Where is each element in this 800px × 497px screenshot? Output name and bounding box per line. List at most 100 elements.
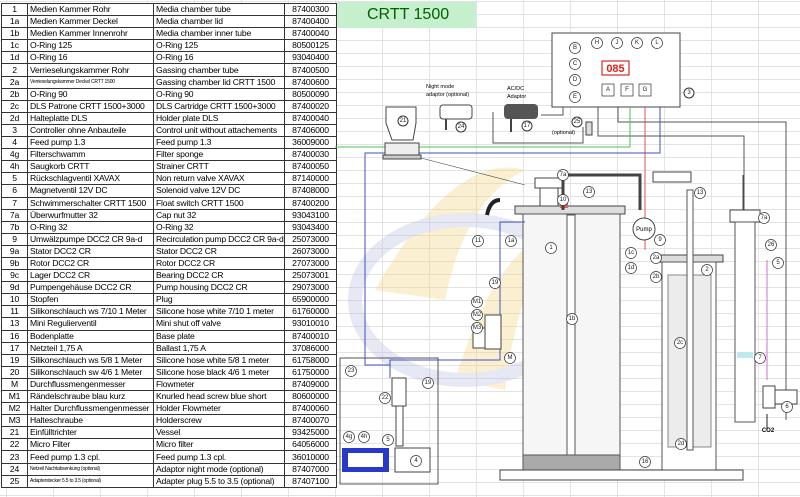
- german-name-cell[interactable]: Micro Filter: [27, 438, 154, 452]
- english-name-cell[interactable]: Strainer CRTT: [153, 160, 285, 174]
- english-name-cell[interactable]: Feed pump 1.3: [153, 136, 285, 150]
- article-number-cell[interactable]: 80500090: [284, 87, 337, 101]
- german-name-cell[interactable]: Medien Kammer Deckel: [27, 15, 154, 29]
- english-name-cell[interactable]: Media chamber lid: [153, 15, 285, 29]
- english-name-cell[interactable]: Holderscrew: [153, 414, 285, 428]
- english-name-cell[interactable]: O-Ring 90: [153, 87, 285, 101]
- article-number-cell[interactable]: 87400600: [284, 75, 337, 89]
- german-name-cell[interactable]: Stopfen: [27, 293, 154, 307]
- part-number-id[interactable]: 7a: [1, 208, 28, 222]
- german-name-cell[interactable]: O-Ring 125: [27, 39, 154, 53]
- article-number-cell[interactable]: 87409000: [284, 377, 337, 392]
- english-name-cell[interactable]: O-Ring 125: [153, 39, 285, 53]
- part-number-id[interactable]: 16: [1, 329, 28, 343]
- german-name-cell[interactable]: Einfülltrichter: [27, 426, 154, 440]
- german-name-cell[interactable]: Medien Kammer Innenrohr: [27, 27, 154, 41]
- part-number-id[interactable]: 9c: [1, 269, 28, 283]
- part-number-id[interactable]: 9b: [1, 256, 28, 271]
- english-name-cell[interactable]: Gassing chamber tube: [153, 63, 285, 77]
- article-number-cell[interactable]: 36010000: [284, 450, 337, 464]
- article-number-cell[interactable]: 64056000: [284, 438, 337, 452]
- part-number-id[interactable]: M: [1, 377, 28, 392]
- article-number-cell[interactable]: 93010010: [284, 317, 337, 331]
- english-name-cell[interactable]: Silicone hose white 7/10 1 meter: [153, 305, 285, 319]
- article-number-cell[interactable]: 87408000: [284, 184, 337, 198]
- english-name-cell[interactable]: Feed pump 1.3 cpl.: [153, 450, 285, 464]
- part-number-id[interactable]: 19: [1, 353, 28, 367]
- english-name-cell[interactable]: Non return valve XAVAX: [153, 172, 285, 186]
- part-number-id[interactable]: 1c: [1, 39, 28, 53]
- article-number-cell[interactable]: 65900000: [284, 293, 337, 307]
- part-number-id[interactable]: 5: [1, 172, 28, 186]
- german-name-cell[interactable]: Mini Regulierventil: [27, 317, 154, 331]
- english-name-cell[interactable]: Float switch CRTT 1500: [153, 196, 285, 210]
- part-number-id[interactable]: 23: [1, 450, 28, 464]
- article-number-cell[interactable]: 93043100: [284, 208, 337, 222]
- german-name-cell[interactable]: Filterschwamm: [27, 148, 154, 162]
- article-number-cell[interactable]: 80600000: [284, 389, 337, 404]
- german-name-cell[interactable]: Stator DCC2 CR: [27, 244, 154, 258]
- article-number-cell[interactable]: 87400040: [284, 27, 337, 41]
- german-name-cell[interactable]: Adapterstecker 5.5 to 3.5 (optional): [27, 474, 154, 488]
- english-name-cell[interactable]: Silicone hose white 5/8 1 meter: [153, 353, 285, 367]
- article-number-cell[interactable]: 26073000: [284, 244, 337, 258]
- article-number-cell[interactable]: 93425000: [284, 426, 337, 440]
- german-name-cell[interactable]: Bodenplatte: [27, 329, 154, 343]
- english-name-cell[interactable]: Plug: [153, 293, 285, 307]
- english-name-cell[interactable]: Pump housing DCC2 CR: [153, 281, 285, 295]
- part-number-id[interactable]: 9: [1, 232, 28, 246]
- part-number-id[interactable]: 2b: [1, 87, 28, 101]
- article-number-cell[interactable]: 87400040: [284, 111, 337, 125]
- article-number-cell[interactable]: 87400050: [284, 160, 337, 174]
- english-name-cell[interactable]: Filter sponge: [153, 148, 285, 162]
- article-number-cell[interactable]: 87400030: [284, 148, 337, 162]
- article-number-cell[interactable]: 61760000: [284, 305, 337, 319]
- article-number-cell[interactable]: 87400060: [284, 402, 337, 416]
- german-name-cell[interactable]: Verrieselungskammer Deckel CRTT 1500: [27, 75, 154, 89]
- german-name-cell[interactable]: Netzeil Nachtabsenkung (optional): [27, 462, 154, 476]
- article-number-cell[interactable]: 36009000: [284, 136, 337, 150]
- part-number-id[interactable]: 20: [1, 365, 28, 379]
- german-name-cell[interactable]: Silikonschlauch ws 7/10 1 Meter: [27, 305, 154, 319]
- article-number-cell[interactable]: 25073001: [284, 269, 337, 283]
- article-number-cell[interactable]: 87400200: [284, 196, 337, 210]
- english-name-cell[interactable]: Flowmeter: [153, 377, 285, 392]
- part-number-id[interactable]: 24: [1, 462, 28, 476]
- english-name-cell[interactable]: DLS Cartridge CRTT 1500+3000: [153, 99, 285, 113]
- german-name-cell[interactable]: Verrieselungskammer Rohr: [27, 63, 154, 77]
- english-name-cell[interactable]: Holder plate DLS: [153, 111, 285, 125]
- part-number-id[interactable]: M3: [1, 414, 28, 428]
- part-number-id[interactable]: 1: [1, 2, 28, 17]
- english-name-cell[interactable]: Adapter plug 5.5 to 3.5 (optional): [153, 474, 285, 488]
- part-number-id[interactable]: 13: [1, 317, 28, 331]
- german-name-cell[interactable]: Umwälzpumpe DCC2 CR 9a-d: [27, 232, 154, 246]
- english-name-cell[interactable]: Stator DCC2 CR: [153, 244, 285, 258]
- english-name-cell[interactable]: Base plate: [153, 329, 285, 343]
- part-number-id[interactable]: 10: [1, 293, 28, 307]
- article-number-cell[interactable]: 87400300: [284, 2, 337, 17]
- article-number-cell[interactable]: 87400400: [284, 15, 337, 29]
- english-name-cell[interactable]: Recirculation pump DCC2 CR 9a-d: [153, 232, 285, 246]
- part-number-id[interactable]: 9a: [1, 244, 28, 258]
- part-number-id[interactable]: 7: [1, 196, 28, 210]
- article-number-cell[interactable]: 93040400: [284, 51, 337, 65]
- article-number-cell[interactable]: 87406000: [284, 123, 337, 138]
- german-name-cell[interactable]: Feed pump 1.3: [27, 136, 154, 150]
- german-name-cell[interactable]: Rückschlagventil XAVAX: [27, 172, 154, 186]
- part-number-id[interactable]: 2: [1, 63, 28, 77]
- german-name-cell[interactable]: Medien Kammer Rohr: [27, 2, 154, 17]
- english-name-cell[interactable]: Media chamber inner tube: [153, 27, 285, 41]
- article-number-cell[interactable]: 80500125: [284, 39, 337, 53]
- german-name-cell[interactable]: O-Ring 32: [27, 220, 154, 234]
- german-name-cell[interactable]: Rändelschraube blau kurz: [27, 389, 154, 404]
- part-number-id[interactable]: 1b: [1, 27, 28, 41]
- german-name-cell[interactable]: Halteplatte DLS: [27, 111, 154, 125]
- part-number-id[interactable]: M1: [1, 389, 28, 404]
- part-number-id[interactable]: 9d: [1, 281, 28, 295]
- german-name-cell[interactable]: Netzteil 1,75 A: [27, 341, 154, 355]
- english-name-cell[interactable]: Adaptor night mode (optional): [153, 462, 285, 476]
- german-name-cell[interactable]: Controller ohne Anbauteile: [27, 123, 154, 138]
- german-name-cell[interactable]: Pumpengehäuse DCC2 CR: [27, 281, 154, 295]
- english-name-cell[interactable]: Cap nut 32: [153, 208, 285, 222]
- english-name-cell[interactable]: Media chamber tube: [153, 2, 285, 17]
